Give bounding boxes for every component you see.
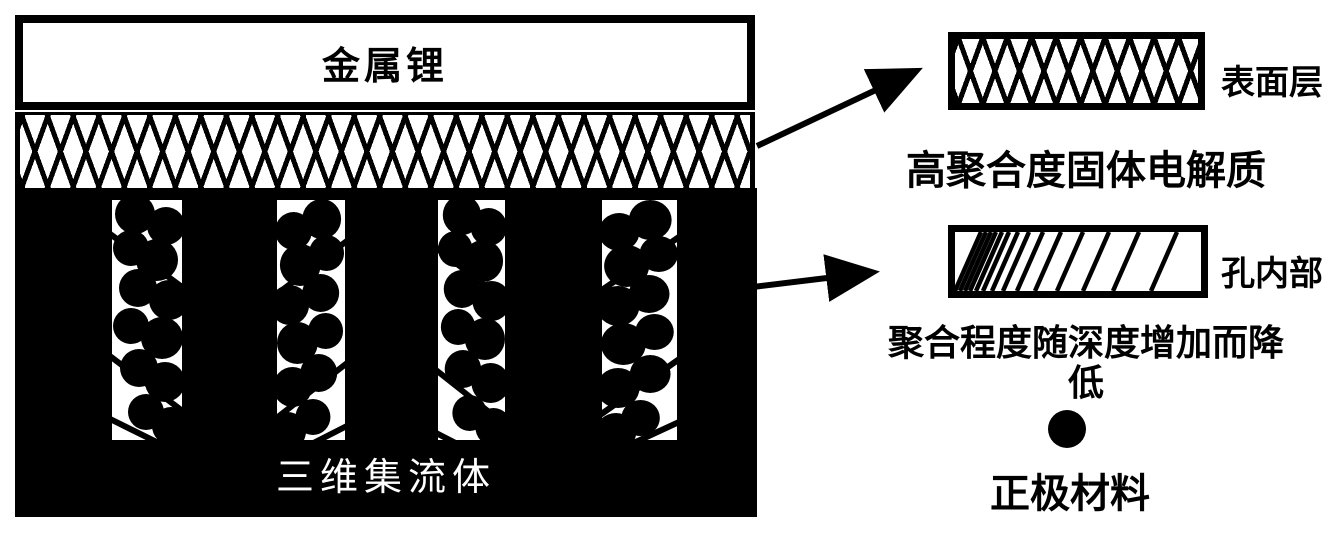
solid-electrolyte-surface-layer xyxy=(15,112,755,188)
pore-gradient-hatch-icon xyxy=(952,231,1180,292)
surface-layer-label: 表面层 xyxy=(1221,64,1323,102)
collector-pore-channel xyxy=(438,200,505,440)
arrow-to-pore-interior-icon xyxy=(752,254,880,302)
pore-interior-label: 孔内部 xyxy=(1221,255,1323,293)
3d-current-collector: 三维集流体 xyxy=(15,188,757,517)
pore-interior-swatch xyxy=(948,225,1208,298)
cathode-particles-icon xyxy=(277,200,345,440)
collector-label: 三维集流体 xyxy=(275,457,496,499)
collector-pore-channel xyxy=(602,200,677,440)
pore-caption: 聚合程度随深度增加而降低 xyxy=(887,322,1284,403)
cathode-material-label: 正极材料 xyxy=(990,472,1150,516)
lithium-metal-layer: 金属锂 xyxy=(15,15,755,110)
surface-layer-swatch xyxy=(948,32,1205,110)
electrolyte-caption: 高聚合度固体电解质 xyxy=(906,149,1266,193)
arrow-to-surface-layer-icon xyxy=(755,67,923,149)
collector-pore-channel xyxy=(112,200,182,440)
lithium-metal-label: 金属锂 xyxy=(321,46,448,88)
cathode-particles-icon xyxy=(112,200,182,440)
cathode-particles-icon xyxy=(602,200,677,440)
collector-pore-channel xyxy=(277,200,345,440)
cathode-particles-icon xyxy=(438,200,505,440)
cathode-material-dot-icon xyxy=(1048,410,1086,448)
